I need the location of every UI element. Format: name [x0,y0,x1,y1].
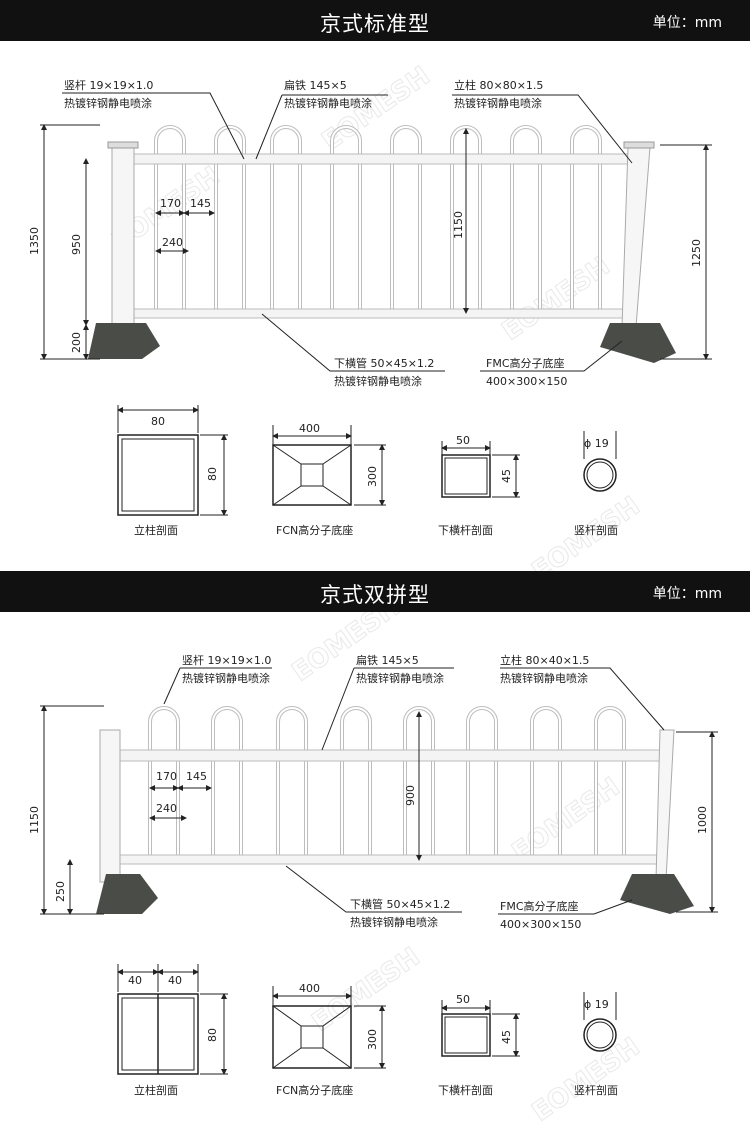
dim-picket-height: 900 [404,785,417,806]
dim-gap1: 170 [156,770,177,783]
post-section-caption: 立柱剖面 [134,523,178,537]
picket-section-caption: 竖杆剖面 [574,523,618,537]
section2-drawing: EOMESH EOMESH EOMESH EOMESH [28,612,718,1128]
post-finish: 热镀锌钢静电喷涂 [454,96,542,110]
dim-post-height: 1250 [690,239,703,267]
post-spec: 立柱 80×40×1.5 [500,653,589,667]
picket-finish: 热镀锌钢静电喷涂 [64,96,152,110]
post-section-height: 80 [206,1028,219,1042]
dim-base-height: 250 [54,881,67,902]
left-post [111,146,135,328]
post-section-caption: 立柱剖面 [134,1083,178,1097]
right-post [621,146,651,328]
right-base [620,874,694,914]
section1-title: 京式标准型 [320,12,430,36]
post-section-width-b: 40 [168,974,182,987]
flat-spec: 扁铁 145×5 [356,654,419,667]
left-base [88,323,160,359]
dim-picket-height: 1150 [452,211,465,239]
dim-total-height: 1150 [28,806,41,834]
base-section-width: 400 [299,422,320,435]
left-base [96,874,158,914]
svg-text:EOMESH: EOMESH [507,772,626,868]
rail-section-width: 50 [456,993,470,1006]
base-section-width: 400 [299,982,320,995]
dim-mid-height: 950 [70,234,83,255]
post-section-width-a: 40 [128,974,142,987]
flat-iron-bar [131,153,633,165]
picket-section-caption: 竖杆剖面 [574,1083,618,1097]
post-section-height: 80 [206,467,219,481]
svg-text:EOMESH: EOMESH [527,1032,646,1128]
base-spec: FMC高分子底座 [500,899,579,913]
rail-spec: 下横管 50×45×1.2 [334,356,434,370]
base-spec: FMC高分子底座 [486,356,565,370]
base-section-height: 300 [366,1029,379,1050]
flat-spec: 扁铁 145×5 [284,79,347,92]
picket-section-diameter: ϕ 19 [584,998,609,1011]
dim-base-height: 200 [70,332,83,353]
watermark: EOMESH EOMESH EOMESH EOMESH [106,61,646,581]
left-post [99,729,121,883]
flat-iron-bar [119,749,661,762]
picket-spec: 竖杆 19×19×1.0 [182,653,271,667]
dim-total-height: 1350 [28,227,41,255]
rail-finish: 热镀锌钢静电喷涂 [350,915,438,929]
section2-banner: 京式双拼型 单位：mm [0,571,750,612]
post-spec: 立柱 80×80×1.5 [454,78,543,92]
flat-finish: 热镀锌钢静电喷涂 [356,671,444,685]
section1-banner: 京式标准型 单位：mm [0,0,750,41]
picket-spec: 竖杆 19×19×1.0 [64,78,153,92]
picket-section-diameter: ϕ 19 [584,437,609,450]
rail-section-height: 45 [500,469,513,483]
watermark: EOMESH EOMESH EOMESH EOMESH [286,612,646,1128]
post-section-width: 80 [151,415,165,428]
rail-spec: 下横管 50×45×1.2 [350,897,450,911]
rail-section-width: 50 [456,434,470,447]
svg-text:EOMESH: EOMESH [497,251,616,347]
section1-unit: 单位：mm [652,15,722,31]
rail-section-caption: 下横杆剖面 [438,523,493,537]
dim-gap1: 170 [160,197,181,210]
bottom-rail [131,308,633,319]
rail-section-height: 45 [500,1030,513,1044]
section1-drawing: EOMESH EOMESH EOMESH EOMESH [28,61,712,581]
picket-finish: 热镀锌钢静电喷涂 [182,671,270,685]
rail-finish: 热镀锌钢静电喷涂 [334,374,422,388]
dim-pitch: 240 [162,236,183,249]
base-section-caption: FCN高分子底座 [276,1083,353,1097]
dim-gap2: 145 [190,197,211,210]
rail-section-caption: 下横杆剖面 [438,1083,493,1097]
svg-text:EOMESH: EOMESH [307,942,426,1038]
base-section-height: 300 [366,466,379,487]
bottom-rail [119,854,661,865]
section2-title: 京式双拼型 [320,583,430,607]
right-base [600,323,676,363]
base-size: 400×300×150 [486,375,567,388]
post-finish: 热镀锌钢静电喷涂 [500,671,588,685]
dim-gap2: 145 [186,770,207,783]
dim-post-height: 1000 [696,806,709,834]
dim-pitch: 240 [156,802,177,815]
section2-unit: 单位：mm [652,586,722,602]
flat-finish: 热镀锌钢静电喷涂 [284,96,372,110]
base-size: 400×300×150 [500,918,581,931]
base-section-caption: FCN高分子底座 [276,523,353,537]
